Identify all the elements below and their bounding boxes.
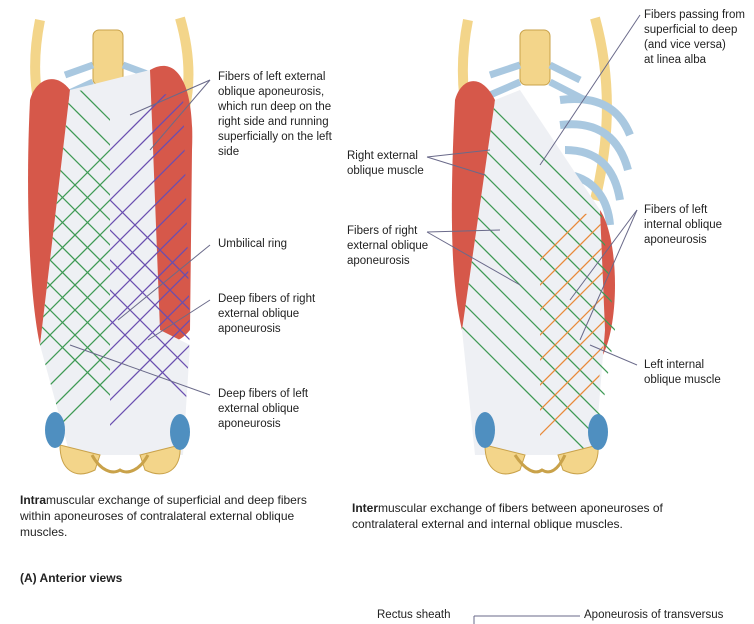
label-rectus-sheath: Rectus sheath: [377, 608, 451, 623]
panel-title: (A) Anterior views: [20, 570, 122, 586]
caption-left-bold: Intra: [20, 493, 46, 507]
left-pelvic-blue: [45, 412, 65, 448]
left-figure: [0, 10, 210, 535]
label-aponeurosis-transversus: Aponeurosis of transversus: [584, 608, 723, 623]
sternum-right: [520, 30, 550, 85]
label-fibers-left-internal: Fibers of left internal oblique aponeuro…: [644, 203, 722, 248]
left-pelvic-blue-r: [475, 412, 495, 448]
right-figure: [427, 15, 640, 624]
label-fibers-right-external: Fibers of right external oblique aponeur…: [347, 224, 428, 269]
caption-right-text: muscular exchange of fibers between apon…: [352, 501, 663, 531]
caption-left: Intramuscular exchange of superficial an…: [20, 492, 320, 540]
caption-left-text: muscular exchange of superficial and dee…: [20, 493, 307, 539]
right-pelvic-blue: [170, 414, 190, 450]
label-deep-left: Deep fibers of left external oblique apo…: [218, 387, 308, 432]
label-left-internal-muscle: Left internal oblique muscle: [644, 358, 721, 388]
caption-right-bold: Inter: [352, 501, 378, 515]
pubic-symphysis: [92, 455, 148, 472]
label-right-external-muscle: Right external oblique muscle: [347, 149, 424, 179]
label-umbilical-ring: Umbilical ring: [218, 237, 287, 252]
right-pelvic-blue-r: [588, 414, 608, 450]
sternum: [93, 30, 123, 85]
caption-right: Intermuscular exchange of fibers between…: [352, 500, 712, 532]
label-fibers-passing: Fibers passing from superficial to deep …: [644, 8, 745, 68]
label-left-external-fibers: Fibers of left external oblique aponeuro…: [218, 70, 332, 160]
label-deep-right: Deep fibers of right external oblique ap…: [218, 292, 315, 337]
